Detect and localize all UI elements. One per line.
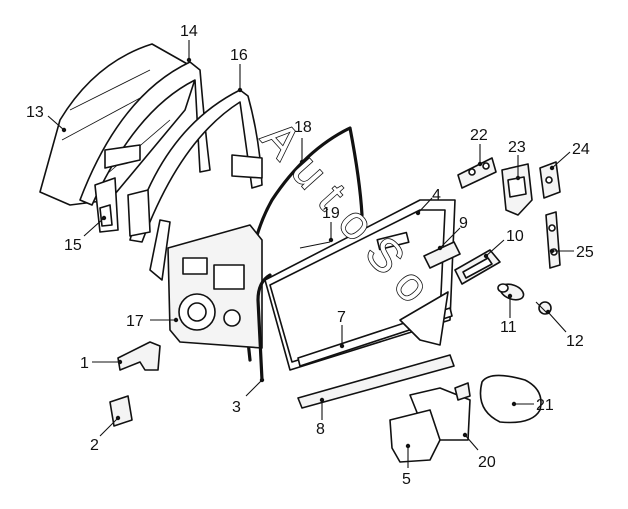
callout-label: 11 [500,319,517,336]
part-22-hinge-bracket[interactable] [457,157,497,189]
callout-label: 22 [470,127,488,144]
callout-14: 14 [180,23,198,63]
callout-10: 10 [483,228,524,259]
callout-label: 3 [232,399,241,416]
callout-label: 20 [478,454,496,471]
part-1-bracket[interactable] [117,341,161,371]
part-3-seal-strip[interactable] [256,273,272,382]
callout-label: 18 [294,119,312,136]
callout-12: 12 [545,309,584,350]
callout-label: 23 [508,139,526,156]
part-10-outer-handle[interactable] [454,249,501,285]
callout-9: 9 [437,215,468,251]
callout-23: 23 [508,139,526,181]
callout-label: 2 [90,437,99,454]
callout-21: 21 [511,397,554,414]
callout-label: 25 [576,244,594,261]
part-21-mirror-glass[interactable] [479,374,542,424]
callout-label: 1 [80,355,89,372]
callout-label: 17 [126,313,144,330]
callout-2: 2 [90,415,121,454]
callout-25: 25 [549,244,594,261]
part-23-hinge[interactable] [501,163,533,216]
callout-1: 1 [80,355,123,372]
part-11-lock-cylinder[interactable] [497,281,526,302]
callout-20: 20 [462,432,496,471]
callout-label: 19 [322,205,340,222]
part-16-window-frame[interactable] [127,89,263,281]
callout-22: 22 [470,127,488,167]
callout-label: 16 [230,47,248,64]
callout-label: 13 [26,104,44,121]
part-9-inner-handle[interactable] [423,241,461,269]
callout-19: 19 [322,205,340,243]
part-25-check-strap[interactable] [545,211,561,269]
part-5-mirror-cover[interactable] [389,409,441,463]
part-20-mirror-housing[interactable] [409,382,471,441]
callout-label: 15 [64,237,82,254]
callout-11: 11 [500,293,517,336]
callout-label: 8 [316,421,325,438]
callout-16: 16 [230,47,248,93]
callout-5: 5 [402,443,411,488]
callout-label: 4 [432,187,441,204]
callout-8: 8 [316,397,325,438]
callout-4: 4 [415,187,441,216]
callout-label: 21 [536,397,554,414]
callout-7: 7 [337,309,346,349]
callout-label: 9 [459,215,468,232]
callout-label: 14 [180,23,198,40]
callout-13: 13 [26,104,67,133]
callout-15: 15 [64,215,107,254]
callout-label: 10 [506,228,524,245]
part-17-inner-door-panel[interactable] [167,224,263,349]
callout-label: 12 [566,333,584,350]
part-8-sill-moulding[interactable] [297,354,455,409]
part-19-trim-strip[interactable] [299,241,331,249]
callout-label: 7 [337,309,346,326]
callout-3: 3 [232,377,265,416]
part-15-base-plate[interactable] [99,204,113,227]
callout-label: 5 [402,471,411,488]
part-24-latch-striker[interactable] [539,161,561,199]
callout-24: 24 [549,141,590,171]
callout-18: 18 [294,119,312,165]
part-7-lower-moulding[interactable] [297,291,453,367]
part-2-small-bracket[interactable] [109,395,133,427]
callout-17: 17 [126,313,179,330]
callout-label: 24 [572,141,590,158]
